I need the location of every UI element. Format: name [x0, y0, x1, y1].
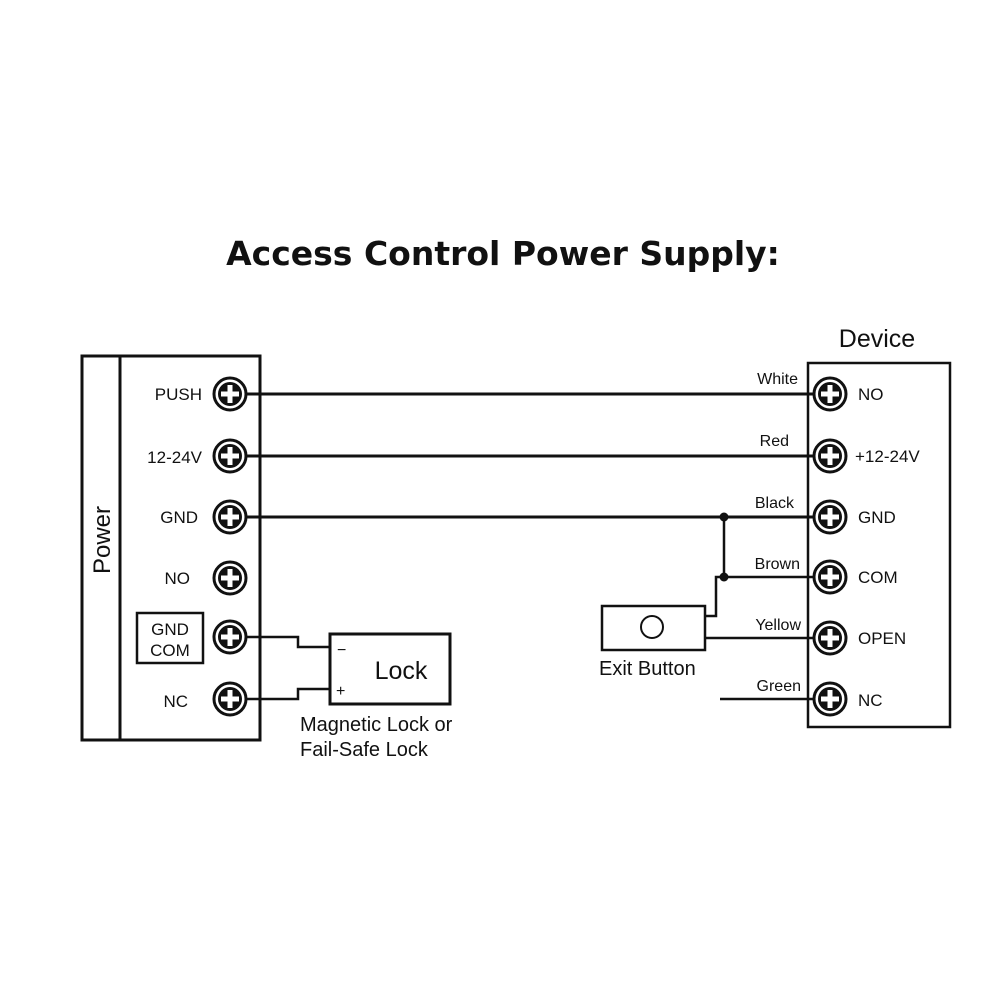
lock-plus-label: +: [336, 683, 345, 700]
gnd-com-box-com-label: COM: [150, 641, 190, 660]
exit-button-icon: [640, 615, 664, 639]
wire-lock-minus: [246, 635, 330, 649]
screw-slot-vertical: [227, 690, 233, 708]
device-terminal-open-label: OPEN: [858, 629, 906, 648]
wire-label-brown: Brown: [755, 556, 800, 573]
power-terminal-gnd-label: GND: [160, 508, 198, 527]
exit-button-label: Exit Button: [599, 658, 696, 680]
junction-dot: [719, 572, 729, 582]
power-screw-terminal-icon: [212, 499, 248, 535]
screw-slot-vertical: [227, 447, 233, 465]
lock-caption-line2: Fail-Safe Lock: [300, 739, 429, 761]
exit-button-block: Exit Button: [599, 604, 707, 680]
gnd-com-box-gnd-label: GND: [151, 620, 189, 639]
lock-minus-label: −: [337, 642, 346, 659]
power-terminal-push-label: PUSH: [155, 385, 202, 404]
screw-slot-vertical: [227, 508, 233, 526]
power-screw-terminal-icon: [212, 376, 248, 412]
device-screw-terminal-icon: [812, 620, 848, 656]
device-screw-terminal-icon: [812, 681, 848, 717]
device-block: Device NO +12-24V GND COM OPEN NC: [806, 325, 952, 729]
wires: White Red Black Brown Yellow Green: [246, 371, 814, 701]
gnd-com-box: [135, 611, 205, 665]
device-screw-terminal-icon: [812, 559, 848, 595]
screw-slot-vertical: [827, 385, 833, 403]
wire-label-yellow: Yellow: [755, 617, 801, 634]
lock-box: [328, 632, 452, 706]
power-terminal-no-label: NO: [165, 569, 191, 588]
device-terminal-com-label: COM: [858, 568, 898, 587]
device-terminal-nc-label: NC: [858, 691, 883, 710]
device-terminal-12-24v-label: +12-24V: [855, 447, 920, 466]
power-block-frame: [80, 354, 262, 742]
wire-exit-button-top: [705, 575, 724, 618]
power-screw-terminal-icon: [212, 438, 248, 474]
wire-label-black: Black: [755, 495, 795, 512]
device-title: Device: [839, 325, 915, 353]
screw-slot-vertical: [227, 628, 233, 646]
junction-dot: [719, 512, 729, 522]
power-side-label: Power: [89, 506, 116, 574]
screw-slot-vertical: [827, 447, 833, 465]
device-block-frame: [806, 361, 952, 729]
device-screw-terminal-icon: [812, 438, 848, 474]
exit-button-box: [600, 604, 707, 652]
screw-slot-vertical: [827, 508, 833, 526]
wire-label-red: Red: [760, 433, 789, 450]
wire-lock-plus: [246, 687, 330, 701]
screw-slot-vertical: [827, 568, 833, 586]
power-screw-terminal-icon: [212, 560, 248, 596]
wire-label-white: White: [757, 371, 798, 388]
screw-slot-vertical: [827, 629, 833, 647]
power-screw-terminal-icon: [212, 619, 248, 655]
power-supply-block: Power PUSH 12-24V GND NO NC GND COM: [80, 354, 262, 742]
lock-block: − + Lock Magnetic Lock or Fail-Safe Lock: [300, 632, 453, 761]
device-terminal-no-label: NO: [858, 385, 884, 404]
screw-slot-vertical: [827, 690, 833, 708]
power-terminal-12-24v-label: 12-24V: [147, 448, 202, 467]
power-screw-terminal-icon: [212, 681, 248, 717]
device-screw-terminal-icon: [812, 376, 848, 412]
lock-caption-line1: Magnetic Lock or: [300, 714, 453, 736]
device-terminal-gnd-label: GND: [858, 508, 896, 527]
screw-slot-vertical: [227, 385, 233, 403]
screw-terminals: [212, 376, 848, 717]
lock-label: Lock: [375, 657, 428, 685]
device-screw-terminal-icon: [812, 499, 848, 535]
page-title: Access Control Power Supply:: [226, 234, 780, 273]
screw-slot-vertical: [227, 569, 233, 587]
wire-label-green: Green: [757, 678, 801, 695]
power-terminal-nc-label: NC: [163, 692, 188, 711]
